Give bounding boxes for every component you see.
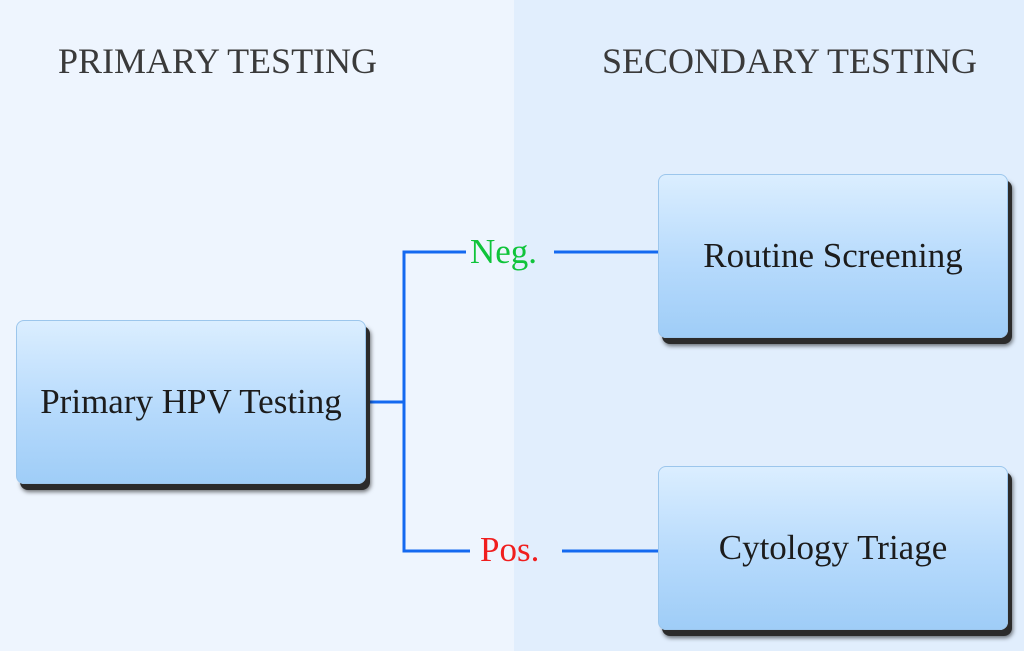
cytology-triage-node: Cytology Triage (658, 466, 1008, 630)
secondary-testing-title: SECONDARY TESTING (602, 41, 978, 81)
primary-hpv-testing-label: Primary HPV Testing (40, 382, 342, 421)
positive-edge-label: Pos. (480, 530, 540, 569)
routine-screening-node: Routine Screening (658, 174, 1008, 338)
primary-hpv-testing-node: Primary HPV Testing (16, 320, 366, 484)
primary-testing-title: PRIMARY TESTING (58, 41, 378, 81)
cytology-triage-label: Cytology Triage (718, 528, 948, 567)
connector-to-cytology (402, 402, 470, 553)
routine-screening-label: Routine Screening (703, 236, 963, 275)
negative-edge-label: Neg. (470, 232, 538, 271)
connector-to-routine (366, 250, 466, 404)
